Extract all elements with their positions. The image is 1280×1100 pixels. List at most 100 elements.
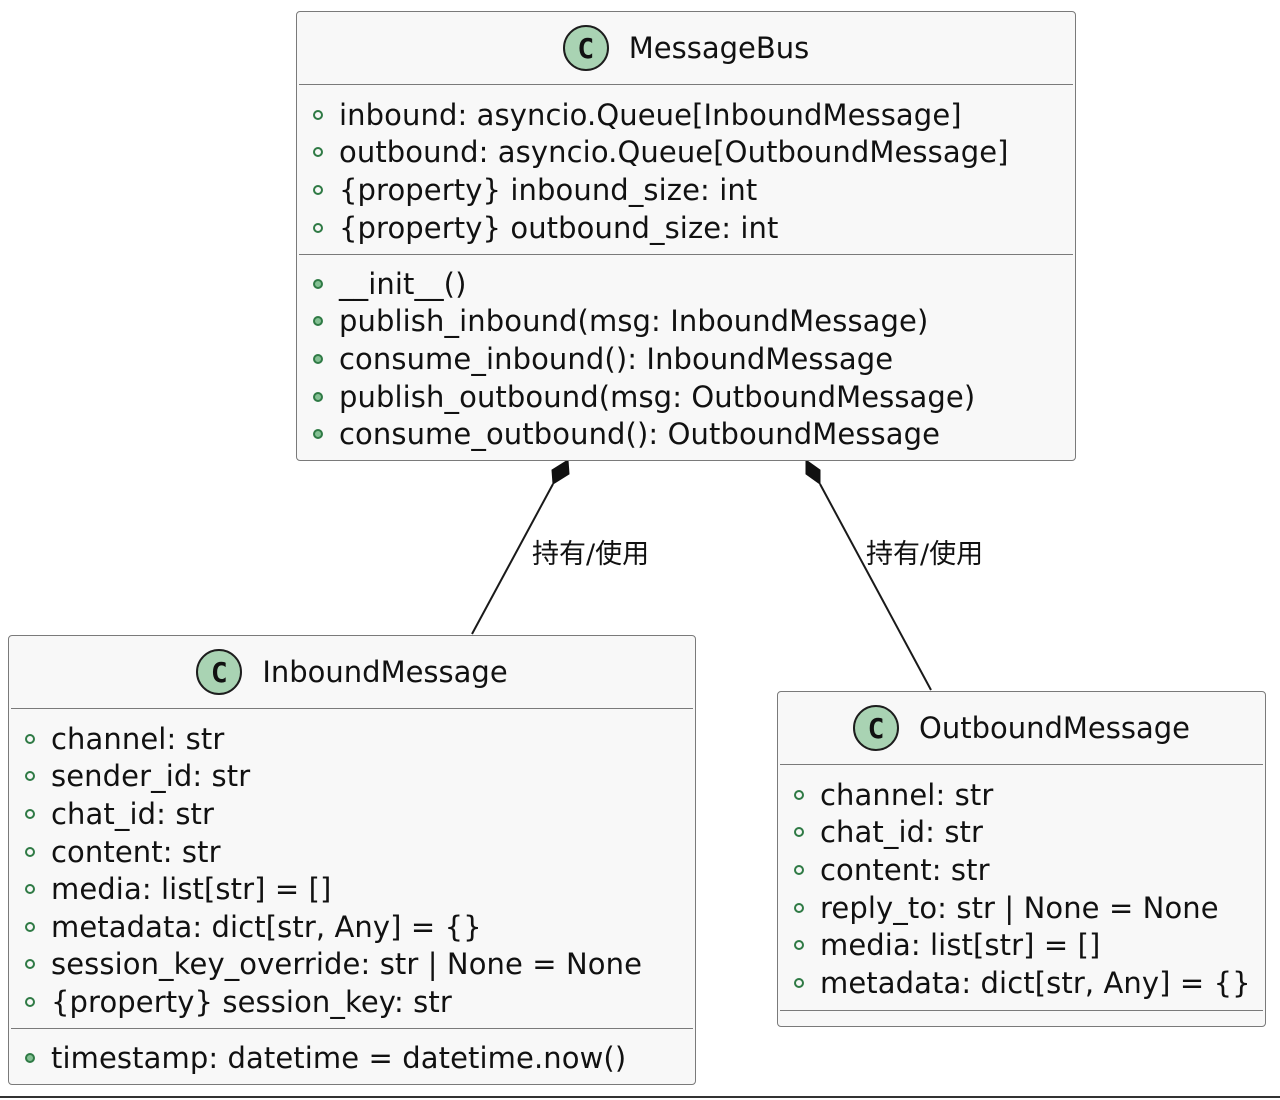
- fields-divider: [780, 1010, 1263, 1011]
- public-method-icon: [313, 429, 323, 440]
- method-list: __init__() publish_inbound(msg: InboundM…: [313, 265, 1069, 453]
- public-field-icon: [25, 996, 35, 1007]
- composition-line-outbound: [819, 483, 932, 691]
- public-field-icon: [25, 884, 35, 895]
- composition-diamond-outbound: [805, 459, 821, 485]
- class-inboundmessage[interactable]: C InboundMessage channel: str sender_id:…: [8, 635, 696, 1085]
- class-stereotype-icon: C: [562, 25, 609, 71]
- class-name: OutboundMessage: [919, 711, 1190, 745]
- header-divider: [11, 708, 693, 709]
- class-header: C OutboundMessage: [778, 692, 1265, 764]
- fields-divider: [299, 254, 1073, 255]
- field-row: sender_id: str: [25, 758, 689, 796]
- class-messagebus[interactable]: C MessageBus inbound: asyncio.Queue[Inbo…: [296, 11, 1076, 461]
- class-stereotype-icon: C: [853, 705, 899, 751]
- field-text: metadata: dict[str, Any] = {}: [820, 965, 1251, 1000]
- composition-diamond-inbound: [551, 459, 570, 485]
- field-text: {property} session_key: str: [51, 984, 452, 1019]
- field-list: channel: str chat_id: str content: str r…: [794, 776, 1259, 1002]
- field-row: outbound: asyncio.Queue[OutboundMessage]: [313, 134, 1069, 172]
- field-row: channel: str: [794, 776, 1259, 814]
- field-row: channel: str: [25, 720, 689, 758]
- method-text: consume_outbound(): OutboundMessage: [339, 417, 941, 452]
- field-text: content: str: [820, 852, 990, 887]
- field-row: content: str: [794, 851, 1259, 889]
- field-row: {property} outbound_size: int: [313, 209, 1069, 247]
- public-field-icon: [794, 977, 804, 988]
- public-field-icon: [25, 771, 35, 782]
- public-method-icon: [313, 353, 323, 364]
- header-divider: [780, 764, 1263, 765]
- class-name: InboundMessage: [262, 655, 508, 689]
- method-row: publish_inbound(msg: InboundMessage): [313, 303, 1069, 341]
- field-text: inbound: asyncio.Queue[InboundMessage]: [339, 97, 962, 132]
- field-text: {property} inbound_size: int: [339, 172, 758, 207]
- field-text: session_key_override: str | None = None: [51, 947, 643, 982]
- public-field-icon: [313, 109, 323, 120]
- relation-label-outbound: 持有/使用: [866, 539, 984, 570]
- field-row: metadata: dict[str, Any] = {}: [794, 964, 1259, 1002]
- class-name: MessageBus: [628, 31, 810, 65]
- field-text: content: str: [51, 834, 221, 869]
- method-text: consume_inbound(): InboundMessage: [339, 341, 894, 376]
- class-header: C InboundMessage: [9, 636, 695, 708]
- field-text: reply_to: str | None = None: [820, 890, 1219, 925]
- method-text: __init__(): [339, 266, 467, 301]
- field-row: session_key_override: str | None = None: [25, 946, 689, 984]
- field-row: chat_id: str: [25, 795, 689, 833]
- field-row: {property} session_key: str: [25, 983, 689, 1021]
- public-field-icon: [794, 789, 804, 800]
- field-text: {property} outbound_size: int: [339, 210, 779, 245]
- public-method-icon: [313, 316, 323, 327]
- method-row: __init__(): [313, 265, 1069, 303]
- field-row: chat_id: str: [794, 814, 1259, 852]
- field-row: media: list[str] = []: [794, 926, 1259, 964]
- field-list: channel: str sender_id: str chat_id: str…: [25, 720, 689, 1021]
- fields-divider: [11, 1028, 693, 1029]
- field-row: inbound: asyncio.Queue[InboundMessage]: [313, 96, 1069, 134]
- method-row: timestamp: datetime = datetime.now(): [25, 1039, 689, 1077]
- public-field-icon: [25, 921, 35, 932]
- public-field-icon: [25, 808, 35, 819]
- field-text: chat_id: str: [820, 815, 984, 850]
- field-row: content: str: [25, 833, 689, 871]
- method-list: timestamp: datetime = datetime.now(): [25, 1039, 689, 1077]
- public-method-icon: [313, 391, 323, 402]
- field-text: sender_id: str: [51, 759, 251, 794]
- public-method-icon: [25, 1052, 35, 1063]
- public-field-icon: [313, 222, 323, 233]
- public-field-icon: [794, 864, 804, 875]
- method-text: publish_inbound(msg: InboundMessage): [339, 304, 929, 339]
- field-text: chat_id: str: [51, 796, 215, 831]
- public-field-icon: [25, 959, 35, 970]
- field-text: channel: str: [51, 721, 225, 756]
- field-row: media: list[str] = []: [25, 870, 689, 908]
- field-text: metadata: dict[str, Any] = {}: [51, 909, 482, 944]
- field-text: channel: str: [820, 777, 994, 812]
- public-field-icon: [794, 902, 804, 913]
- public-field-icon: [25, 733, 35, 744]
- method-text: publish_outbound(msg: OutboundMessage): [339, 379, 976, 414]
- field-text: media: list[str] = []: [51, 872, 332, 907]
- bottom-edge-rule: [0, 1096, 1280, 1098]
- public-field-icon: [313, 147, 323, 158]
- method-row: publish_outbound(msg: OutboundMessage): [313, 378, 1069, 416]
- field-text: outbound: asyncio.Queue[OutboundMessage]: [339, 135, 1009, 170]
- class-stereotype-icon: C: [196, 649, 243, 695]
- class-header: C MessageBus: [297, 12, 1075, 84]
- method-row: consume_inbound(): InboundMessage: [313, 340, 1069, 378]
- public-field-icon: [794, 940, 804, 951]
- public-field-icon: [25, 846, 35, 857]
- field-row: {property} inbound_size: int: [313, 171, 1069, 209]
- field-list: inbound: asyncio.Queue[InboundMessage] o…: [313, 96, 1069, 246]
- class-outboundmessage[interactable]: C OutboundMessage channel: str chat_id: …: [777, 691, 1266, 1027]
- method-text: timestamp: datetime = datetime.now(): [51, 1040, 627, 1075]
- method-row: consume_outbound(): OutboundMessage: [313, 415, 1069, 453]
- public-field-icon: [313, 184, 323, 195]
- public-field-icon: [794, 827, 804, 838]
- field-row: reply_to: str | None = None: [794, 889, 1259, 927]
- header-divider: [299, 84, 1073, 85]
- field-row: metadata: dict[str, Any] = {}: [25, 908, 689, 946]
- field-text: media: list[str] = []: [820, 928, 1101, 963]
